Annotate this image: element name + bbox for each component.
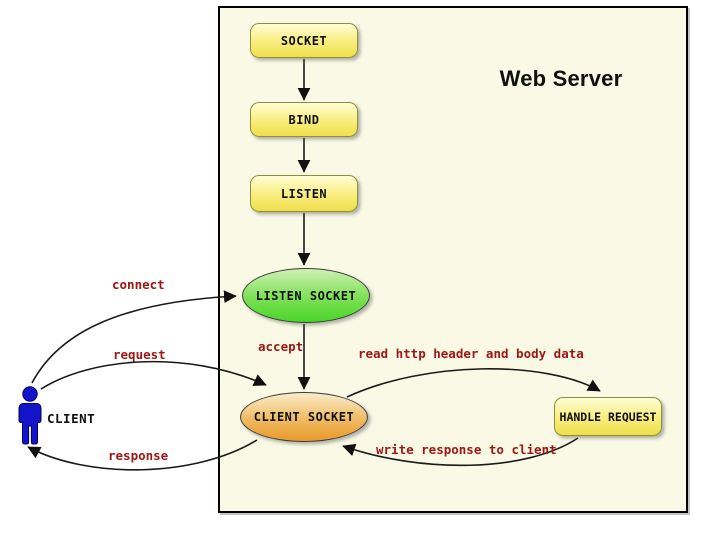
edge-request-arrow [40, 360, 267, 390]
node-socket: SOCKET [250, 23, 358, 58]
node-listen-socket: LISTEN SOCKET [242, 268, 370, 323]
edge-label-response: response [108, 448, 169, 463]
edge-write-response-arrow [342, 437, 579, 467]
edge-label-write-response: write response to client [376, 442, 557, 457]
edge-label-accept: accept [258, 339, 304, 354]
page-title: Web Server [499, 66, 623, 91]
node-listen: LISTEN [250, 175, 358, 212]
edge-label-request: request [113, 347, 166, 362]
client-person-icon [18, 386, 42, 445]
node-bind: BIND [250, 102, 358, 137]
edge-read-http-arrow [346, 368, 601, 398]
edge-label-read-http: read http header and body data [358, 346, 584, 361]
node-client-socket: CLIENT SOCKET [240, 392, 368, 442]
edge-response-arrow [27, 439, 258, 471]
edge-connect-arrow [31, 290, 237, 384]
node-handle-request: HANDLE REQUEST [554, 397, 662, 436]
client-label: CLIENT [47, 411, 96, 426]
edge-label-connect: connect [112, 277, 165, 292]
